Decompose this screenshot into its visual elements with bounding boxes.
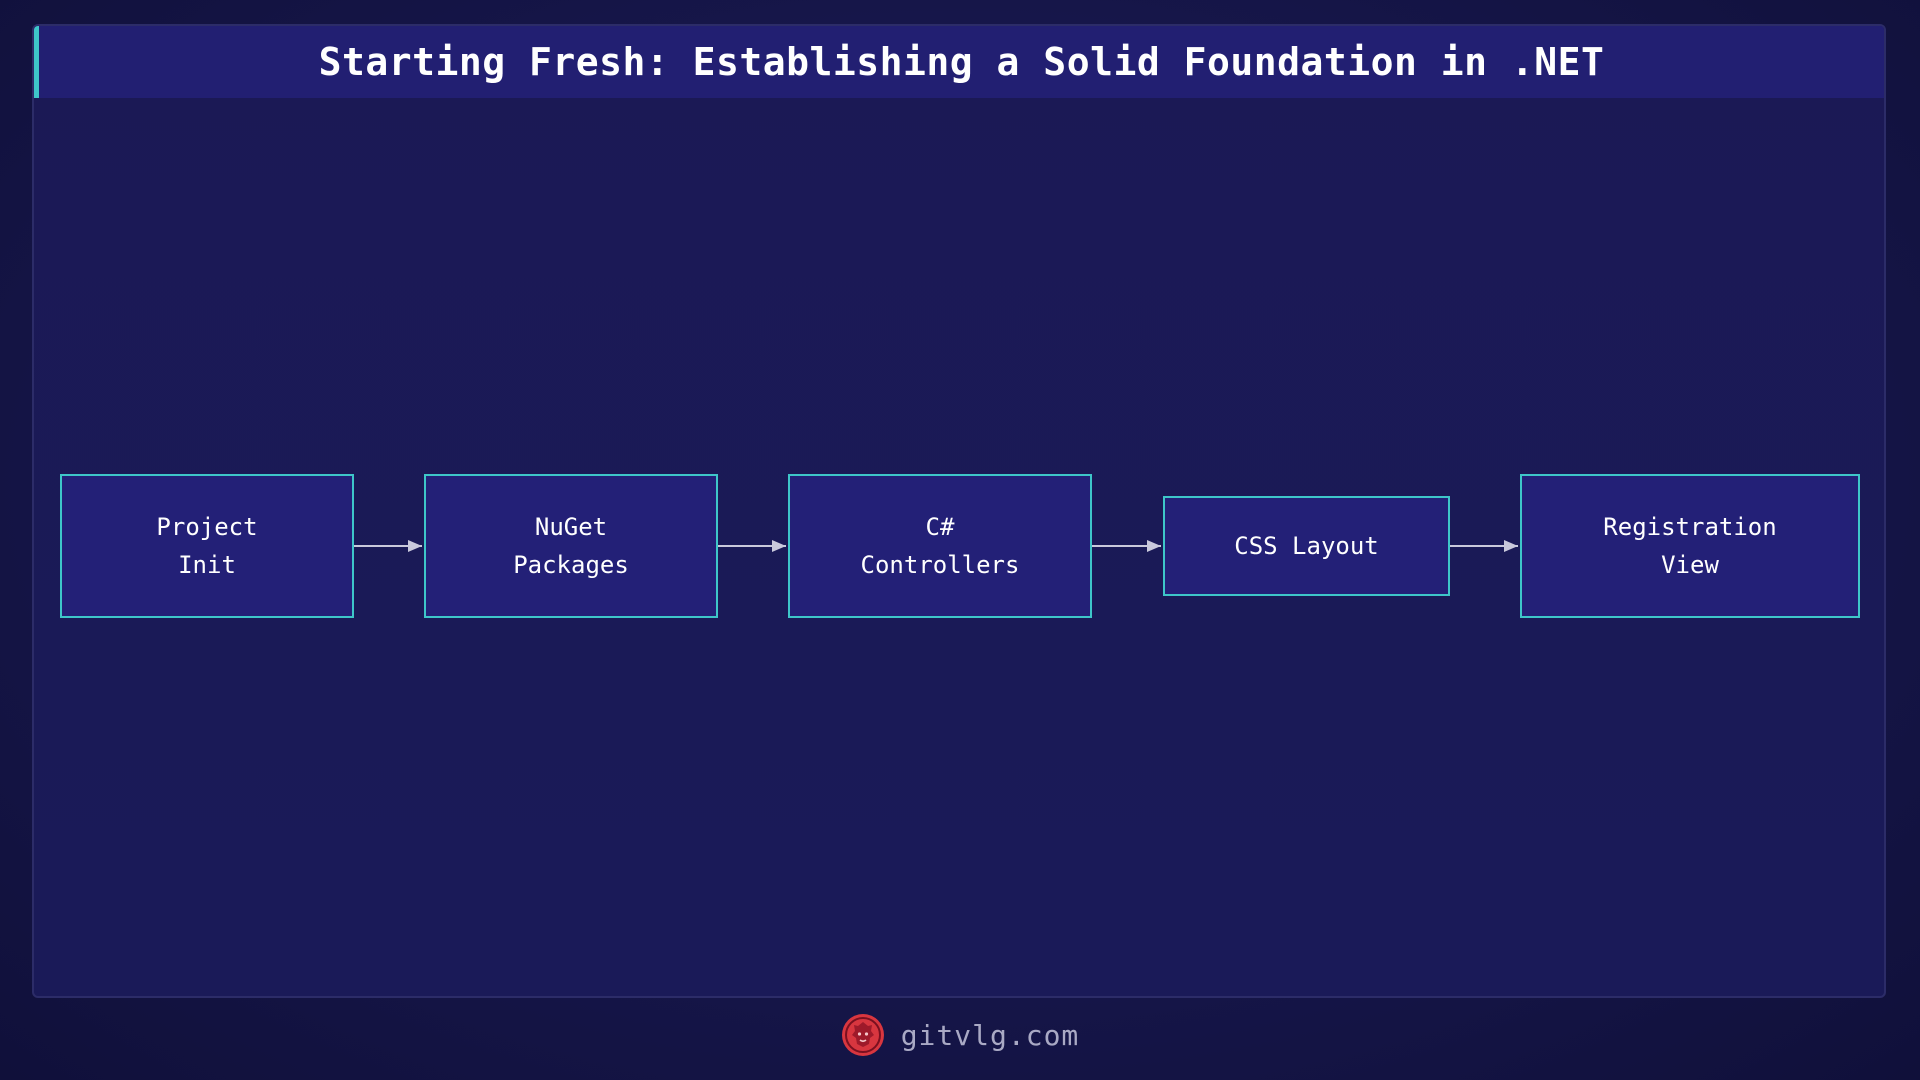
node-registration-view: Registration View xyxy=(1520,474,1860,618)
lion-logo-icon[interactable] xyxy=(841,1013,885,1057)
node-csharp-controllers: C# Controllers xyxy=(788,474,1092,618)
node-nuget-packages: NuGet Packages xyxy=(424,474,718,618)
footer-site-link[interactable]: gitvlg.com xyxy=(900,1018,1080,1052)
node-css-layout: CSS Layout xyxy=(1163,496,1450,596)
footer: gitvlg.com xyxy=(0,1010,1920,1060)
title-bar: Starting Fresh: Establishing a Solid Fou… xyxy=(34,26,1884,98)
node-project-init: Project Init xyxy=(60,474,354,618)
page-title: Starting Fresh: Establishing a Solid Fou… xyxy=(318,40,1605,84)
